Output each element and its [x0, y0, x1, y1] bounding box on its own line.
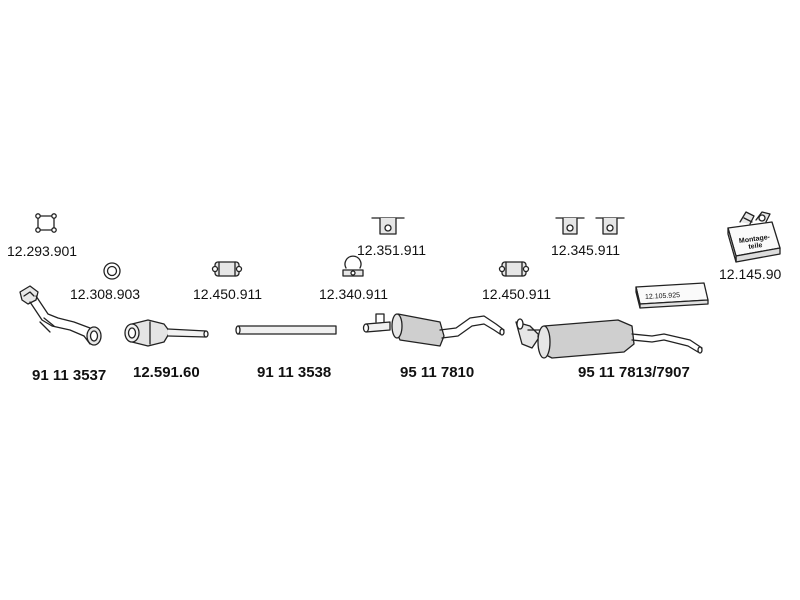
part-label-12-450-911-left: 12.450.911	[193, 286, 263, 302]
part-label-95-11-7810: 95 11 7810	[400, 364, 475, 381]
part-label-12-308-903: 12.308.903	[70, 286, 141, 302]
band-clamp-icon	[498, 261, 530, 277]
ring-icon	[103, 262, 121, 280]
catalyst-icon	[124, 319, 209, 347]
part-label-91-11-3537: 91 11 3537	[32, 367, 107, 384]
part-label-95-11-7813-7907: 95 11 7813/7907	[578, 364, 690, 381]
u-clamp-icon	[342, 255, 364, 277]
square-clamp-icon	[35, 213, 57, 233]
part-label-12-340-911: 12.340.911	[319, 286, 389, 302]
part-label-12-591-60: 12.591.60	[133, 364, 200, 381]
part-label-91-11-3538: 91 11 3538	[257, 364, 332, 381]
middle-silencer-icon	[362, 313, 505, 347]
mounting-kit-icon	[727, 211, 781, 263]
straight-pipe-icon	[235, 325, 337, 335]
downpipe-icon	[19, 285, 102, 346]
parts-box-icon	[635, 282, 709, 309]
part-label-12-145-90: 12.145.90	[719, 266, 782, 282]
part-label-12-450-911-right: 12.450.911	[482, 286, 552, 302]
rear-silencer-icon	[515, 318, 703, 359]
part-label-12-345-911: 12.345.911	[551, 242, 621, 258]
part-label-12-293-901: 12.293.901	[7, 243, 78, 259]
rubber-hanger-icon	[371, 217, 405, 235]
part-label-12-351-911: 12.351.911	[357, 242, 427, 258]
double-hanger-icon	[555, 217, 625, 235]
band-clamp-icon	[211, 261, 243, 277]
